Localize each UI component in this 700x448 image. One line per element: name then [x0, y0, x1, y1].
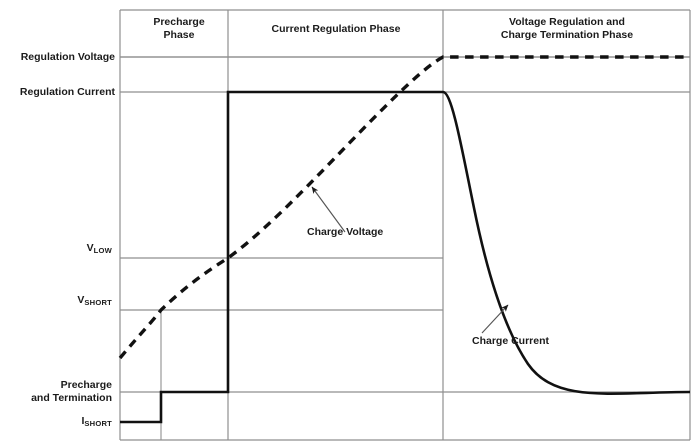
- axis-label-regulation-current: Regulation Current: [0, 86, 115, 99]
- axis-label-precharge-and-termination-line2: and Termination: [31, 392, 112, 404]
- axis-label-i-short-text: I: [81, 415, 85, 427]
- plot-frame: [119, 9, 691, 441]
- axis-label-v-low: VLOW: [0, 242, 112, 256]
- charge-voltage-leader: [311, 186, 346, 233]
- phase-title-voltage-regulation-line1: Voltage Regulation and: [509, 16, 625, 28]
- phase-title-voltage-regulation-line2: Charge Termination Phase: [500, 29, 634, 41]
- axis-label-v-short-subscript: SHORT: [84, 297, 112, 307]
- axis-label-i-short: ISHORT: [0, 415, 112, 429]
- axis-label-v-short: VSHORT: [0, 294, 112, 308]
- axis-label-precharge-and-termination: Precharge and Termination: [0, 379, 112, 405]
- level-gridlines: [120, 56, 690, 423]
- axis-label-i-short-subscript: SHORT: [84, 418, 112, 428]
- phase-title-current-regulation: Current Regulation Phase: [238, 23, 434, 36]
- axis-label-v-low-subscript: LOW: [93, 245, 112, 255]
- phase-dividers: [120, 10, 690, 440]
- phase-title-current-regulation-line1: Current Regulation Phase: [271, 23, 401, 35]
- annotation-charge-voltage: Charge Voltage: [307, 226, 384, 238]
- phase-title-precharge: Precharge Phase: [140, 16, 218, 42]
- axis-label-precharge-and-termination-line1: Precharge: [60, 379, 112, 391]
- charge-current-leader: [481, 304, 509, 334]
- axis-label-regulation-voltage-text: Regulation Voltage: [20, 51, 115, 63]
- phase-title-precharge-line2: Phase: [163, 29, 195, 41]
- charge-current-curve: [120, 90, 691, 424]
- phase-title-precharge-line1: Precharge: [153, 16, 205, 28]
- annotation-charge-current: Charge Current: [472, 335, 550, 347]
- axis-label-regulation-voltage: Regulation Voltage: [0, 51, 115, 64]
- charge-voltage-curve: [118, 55, 690, 360]
- phase-title-voltage-regulation: Voltage Regulation and Charge Terminatio…: [453, 16, 681, 42]
- axis-label-regulation-current-text: Regulation Current: [19, 86, 115, 98]
- axis-label-v-low-text: V: [86, 242, 94, 254]
- axis-label-v-short-text: V: [77, 294, 85, 306]
